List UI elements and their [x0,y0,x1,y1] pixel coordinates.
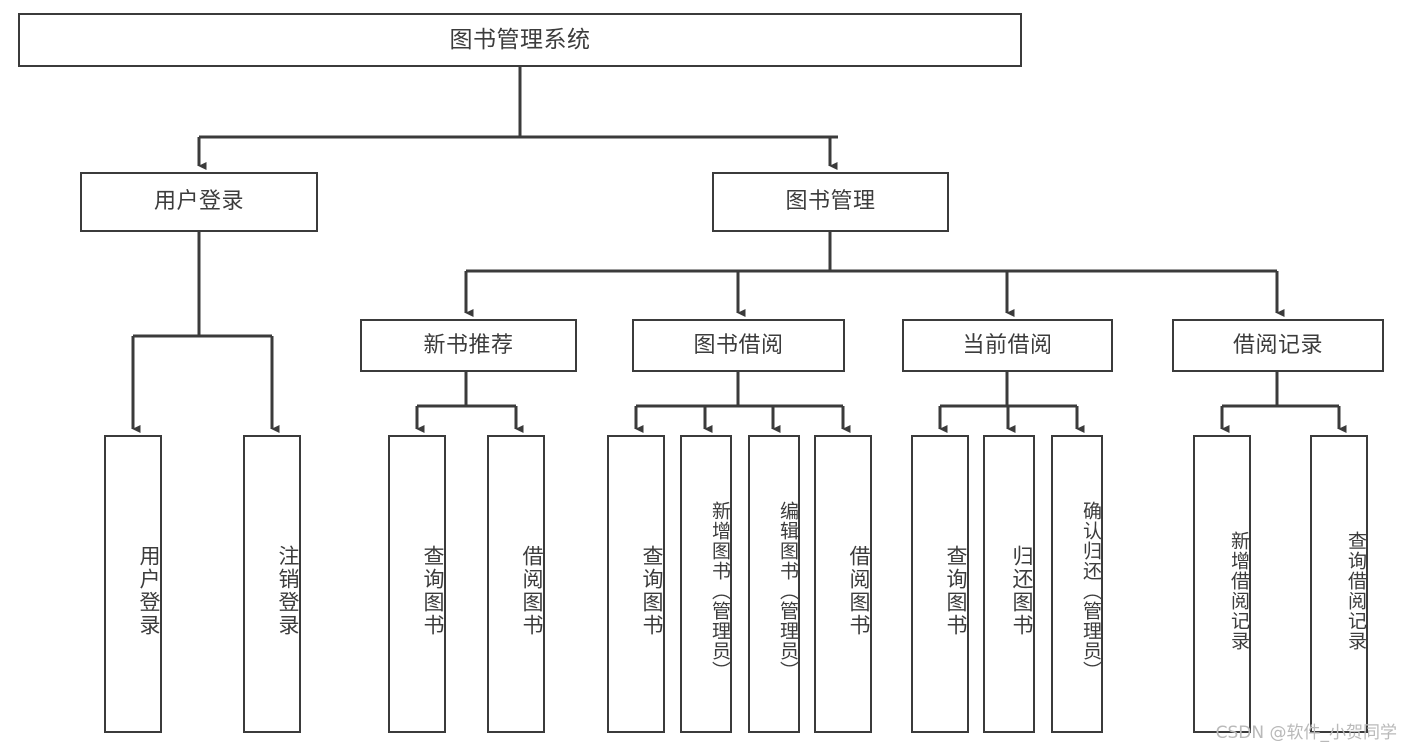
node-new-book-recommend[interactable]: 新书推荐 [360,319,577,372]
node-borrow-record[interactable]: 借阅记录 [1172,319,1384,372]
leaf-node-borrow-query-book[interactable]: 查询图书 [607,435,665,733]
leaf-node-add-borrow-record[interactable]: 新增借阅记录 [1193,435,1251,733]
leaf-node-user-login[interactable]: 用户登录 [104,435,162,733]
node-book-borrow[interactable]: 图书借阅 [632,319,845,372]
csdn-watermark: CSDN @软件_小贺同学 [1215,723,1397,743]
leaf-node-recommend-borrow-book[interactable]: 借阅图书 [487,435,545,733]
leaf-node-current-query-book[interactable]: 查询图书 [911,435,969,733]
leaf-node-query-borrow-record[interactable]: 查询借阅记录 [1310,435,1368,733]
leaf-node-return-book[interactable]: 归还图书 [983,435,1035,733]
leaf-node-confirm-return-admin[interactable]: 确认归还（管理员） [1051,435,1103,733]
leaf-node-add-book-admin[interactable]: 新增图书（管理员） [680,435,732,733]
leaf-node-edit-book-admin[interactable]: 编辑图书（管理员） [748,435,800,733]
node-book-management[interactable]: 图书管理 [712,172,949,232]
leaf-node-user-logout[interactable]: 注销登录 [243,435,301,733]
node-user-login[interactable]: 用户登录 [80,172,318,232]
node-current-borrow[interactable]: 当前借阅 [902,319,1113,372]
leaf-node-recommend-query-book[interactable]: 查询图书 [388,435,446,733]
node-root-book-management-system[interactable]: 图书管理系统 [18,13,1022,67]
leaf-node-borrow-book[interactable]: 借阅图书 [814,435,872,733]
